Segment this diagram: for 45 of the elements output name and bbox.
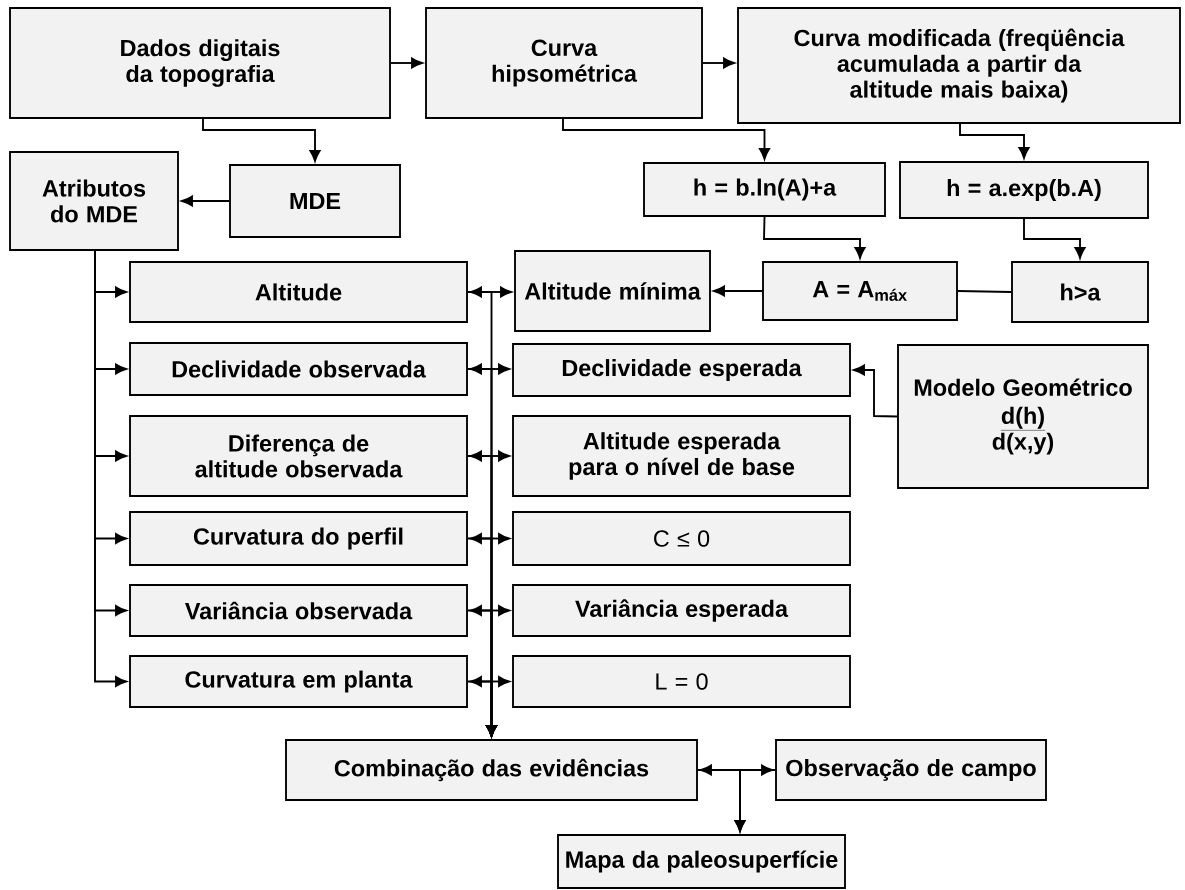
process-box: C ≤ 0: [512, 511, 851, 566]
process-box: Atributos do MDE: [9, 151, 179, 251]
arrow: [1023, 218, 1086, 259]
arrow: [702, 57, 735, 69]
arrow: [562, 118, 770, 160]
process-box: Altitude mínima: [514, 250, 711, 332]
process-box: Curva hipsométrica: [425, 7, 703, 119]
process-box: Curva modificada (freqüência acumulada a partir da altitude mais baixa): [737, 7, 1181, 124]
process-box: Altitude: [129, 261, 468, 323]
process-box: Declividade esperada: [512, 343, 851, 397]
process-box: Variância esperada: [512, 584, 851, 637]
arrow: [734, 769, 776, 832]
arrow: [390, 57, 423, 69]
process-box: L = 0: [512, 655, 851, 708]
arrow: [467, 680, 497, 737]
process-box: Diferença de altitude observada: [129, 415, 468, 497]
process-box: h = a.exp(b.A): [899, 161, 1149, 219]
process-box: Dados digitais da topografia: [9, 7, 391, 119]
arrow: [470, 605, 510, 616]
arrow: [959, 123, 1030, 159]
arrow: [470, 533, 510, 544]
process-box: Combinação das evidências: [285, 739, 698, 801]
connector-line: [957, 290, 1012, 293]
process-box: Variância observada: [129, 584, 468, 637]
arrow: [181, 195, 230, 207]
process-box: Declividade observada: [129, 342, 468, 396]
process-box: h = b.ln(A)+a: [643, 162, 886, 217]
process-box: Modelo Geométrico d(h) d(x,y): [897, 344, 1149, 489]
arrow: [700, 764, 773, 776]
arrow: [470, 676, 510, 687]
process-box: A = A$_{máx}$: [762, 261, 958, 321]
process-box: MDE: [229, 164, 401, 238]
arrow: [763, 216, 866, 259]
process-box: Mapa da paleosuperfície: [557, 834, 846, 889]
arrow: [713, 285, 763, 297]
process-box: Altitude esperada para o nível de base: [512, 415, 851, 497]
arrow: [470, 363, 510, 375]
arrow: [853, 364, 898, 418]
process-box: Curvatura em planta: [129, 655, 468, 708]
arrow: [202, 118, 321, 162]
process-box: h>a: [1011, 261, 1149, 323]
arrow: [470, 450, 510, 462]
process-box: Observação de campo: [775, 739, 1047, 801]
arrow: [470, 286, 512, 298]
process-box: Curvatura do perfil: [129, 511, 468, 566]
